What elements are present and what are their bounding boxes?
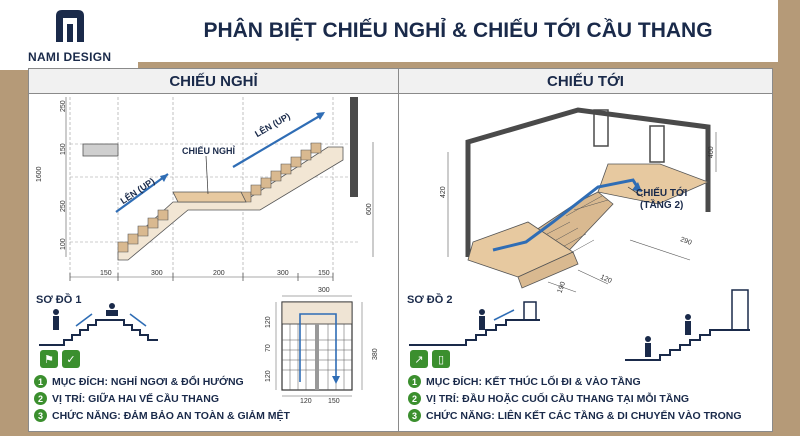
dim-r-420: 420 — [440, 186, 447, 198]
point-text: VỊ TRÍ: GIỮA HAI VẾ CẦU THANG — [52, 392, 219, 405]
plan-dim-left-3: 120 — [265, 370, 272, 382]
dim-bottom-4: 300 — [277, 270, 289, 277]
dim-left-2: 150 — [60, 143, 67, 155]
dim-bottom-3: 200 — [213, 270, 225, 277]
dim-bottom-2: 300 — [151, 270, 163, 277]
arrival-schema-2 — [625, 289, 750, 361]
dim-left-5: 100 — [60, 238, 67, 250]
panel-chieu-nghi: CHIẾU NGHỈ — [28, 68, 399, 432]
plan-dim-left-1: 120 — [265, 316, 272, 328]
plan-dim-top: 300 — [318, 287, 330, 294]
point-number: 3 — [408, 409, 421, 422]
landing-schema — [39, 303, 158, 346]
point-text: CHỨC NĂNG: LIÊN KẾT CÁC TẦNG & DI CHUYỂN… — [426, 409, 742, 422]
plan-dim-right: 380 — [372, 348, 379, 360]
point-text: MỤC ĐÍCH: NGHỈ NGƠI & ĐỔI HƯỚNG — [52, 375, 244, 388]
point-text: VỊ TRÍ: ĐẦU HOẶC CUỐI CẦU THANG TẠI MỖI … — [426, 392, 690, 405]
point-number: 3 — [34, 409, 47, 422]
nami-logo — [56, 10, 84, 42]
dim-r-400: 400 — [708, 146, 715, 158]
label-arrival-1: CHIẾU TỚI — [636, 188, 688, 199]
right-point-2: 2 VỊ TRÍ: ĐẦU HOẶC CUỐI CẦU THANG TẠI MỖ… — [408, 392, 689, 405]
point-number: 1 — [408, 375, 421, 388]
left-point-2: 2 VỊ TRÍ: GIỮA HAI VẾ CẦU THANG — [34, 392, 219, 405]
dim-right-1: 600 — [366, 203, 373, 215]
point-number: 1 — [34, 375, 47, 388]
right-point-1: 1 MỤC ĐÍCH: KẾT THÚC LỐI ĐI & VÀO TẦNG — [408, 375, 641, 388]
arrival-schema-1 — [409, 301, 540, 346]
panel-heading: CHIẾU TỚI — [399, 69, 772, 94]
page-title: PHÂN BIỆT CHIẾU NGHỈ & CHIẾU TỚI CẦU THA… — [138, 0, 778, 62]
arrival-3d-drawing — [447, 107, 717, 293]
diagram-1-title: SƠ ĐỒ 1 — [36, 294, 82, 306]
shield-check-icon: ✓ — [62, 350, 80, 368]
diagram-2-title: SƠ ĐỒ 2 — [407, 294, 453, 306]
door-icon: ▯ — [432, 350, 450, 368]
walk-icon: ⚑ — [40, 350, 58, 368]
plan-dim-bottom-1: 120 — [300, 398, 312, 405]
landing-elevation-drawing — [65, 97, 374, 281]
landing-plan-drawing — [275, 295, 363, 397]
point-text: MỤC ĐÍCH: KẾT THÚC LỐI ĐI & VÀO TẦNG — [426, 375, 641, 388]
dim-bottom-1: 150 — [100, 270, 112, 277]
dim-left-4: 250 — [60, 200, 67, 212]
point-number: 2 — [408, 392, 421, 405]
brand-block: NAMI DESIGN — [0, 0, 138, 70]
right-point-3: 3 CHỨC NĂNG: LIÊN KẾT CÁC TẦNG & DI CHUY… — [408, 409, 742, 422]
dim-bottom-5: 150 — [318, 270, 330, 277]
panel-heading: CHIẾU NGHỈ — [29, 69, 398, 94]
dim-left-1: 250 — [60, 100, 67, 112]
stairs-up-icon: ↗ — [410, 350, 428, 368]
dim-left-3: 1600 — [36, 166, 43, 182]
point-text: CHỨC NĂNG: ĐẢM BẢO AN TOÀN & GIẢM MỆT — [52, 409, 290, 422]
label-arrival-2: (TẦNG 2) — [640, 200, 684, 211]
label-landing: CHIẾU NGHỈ — [182, 146, 236, 156]
plan-dim-bottom-2: 150 — [328, 398, 340, 405]
left-point-1: 1 MỤC ĐÍCH: NGHỈ NGƠI & ĐỔI HƯỚNG — [34, 375, 244, 388]
left-point-3: 3 CHỨC NĂNG: ĐẢM BẢO AN TOÀN & GIẢM MỆT — [34, 409, 290, 422]
plan-dim-left-2: 70 — [265, 344, 272, 352]
point-number: 2 — [34, 392, 47, 405]
brand-name: NAMI DESIGN — [28, 50, 112, 64]
